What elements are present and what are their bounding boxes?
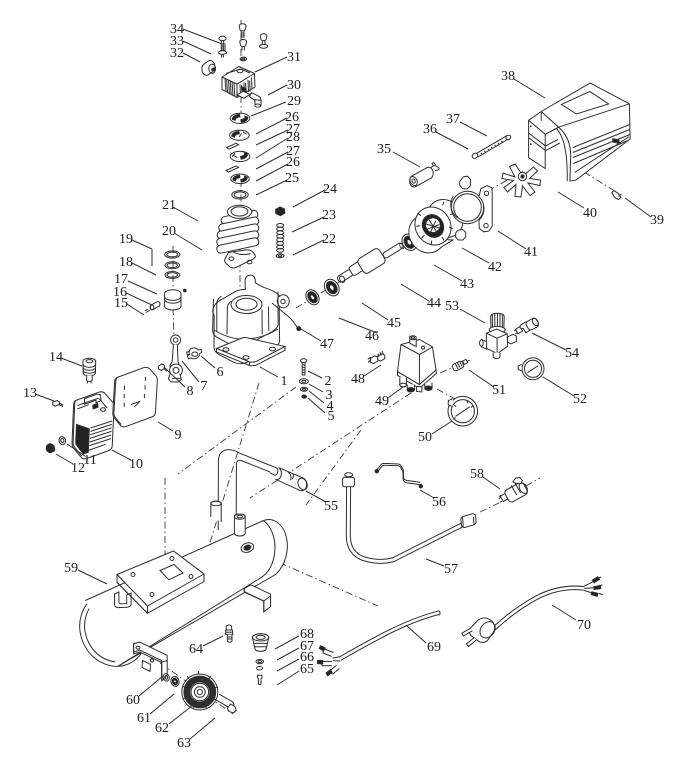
- svg-text:44: 44: [427, 296, 441, 311]
- svg-text:57: 57: [444, 562, 458, 577]
- svg-text:6: 6: [217, 365, 224, 380]
- svg-text:45: 45: [387, 316, 401, 331]
- svg-text:52: 52: [573, 392, 587, 407]
- svg-text:38: 38: [501, 69, 515, 84]
- svg-text:61: 61: [137, 711, 151, 726]
- svg-text:56: 56: [432, 495, 446, 510]
- svg-text:49: 49: [375, 394, 389, 409]
- svg-text:29: 29: [287, 94, 301, 109]
- svg-text:33: 33: [170, 34, 184, 49]
- svg-text:19: 19: [119, 232, 133, 247]
- svg-text:51: 51: [492, 383, 506, 398]
- svg-text:40: 40: [583, 206, 597, 221]
- svg-text:18: 18: [119, 255, 133, 270]
- svg-text:65: 65: [300, 662, 314, 677]
- svg-text:62: 62: [155, 721, 169, 736]
- svg-text:3: 3: [326, 388, 333, 403]
- svg-text:21: 21: [162, 198, 176, 213]
- svg-text:41: 41: [524, 245, 538, 260]
- svg-text:24: 24: [323, 182, 337, 197]
- svg-text:39: 39: [650, 213, 664, 228]
- svg-text:53: 53: [445, 299, 459, 314]
- svg-text:67: 67: [300, 639, 314, 654]
- svg-text:58: 58: [470, 467, 484, 482]
- svg-text:55: 55: [324, 499, 338, 514]
- svg-text:70: 70: [577, 618, 591, 633]
- svg-text:37: 37: [446, 112, 460, 127]
- svg-text:42: 42: [488, 260, 502, 275]
- svg-text:15: 15: [114, 296, 128, 311]
- svg-text:26: 26: [285, 110, 299, 125]
- svg-text:11: 11: [83, 453, 96, 468]
- svg-text:14: 14: [49, 350, 63, 365]
- svg-text:25: 25: [285, 171, 299, 186]
- svg-text:43: 43: [460, 277, 474, 292]
- svg-text:4: 4: [327, 399, 334, 414]
- svg-text:26: 26: [286, 155, 300, 170]
- svg-text:5: 5: [328, 409, 335, 424]
- svg-text:46: 46: [365, 329, 379, 344]
- svg-text:2: 2: [325, 374, 332, 389]
- svg-text:34: 34: [170, 22, 184, 37]
- svg-text:69: 69: [427, 640, 441, 655]
- svg-text:68: 68: [300, 627, 314, 642]
- svg-text:1: 1: [281, 374, 288, 389]
- svg-text:8: 8: [187, 384, 194, 399]
- svg-text:54: 54: [565, 346, 579, 361]
- svg-text:17: 17: [114, 272, 128, 287]
- svg-text:50: 50: [418, 430, 432, 445]
- svg-text:7: 7: [201, 379, 208, 394]
- svg-text:12: 12: [71, 461, 85, 476]
- svg-text:28: 28: [286, 130, 300, 145]
- svg-text:35: 35: [377, 142, 391, 157]
- svg-text:59: 59: [64, 561, 78, 576]
- svg-text:30: 30: [287, 78, 301, 93]
- svg-text:32: 32: [170, 46, 184, 61]
- svg-text:27: 27: [286, 122, 300, 137]
- svg-text:31: 31: [287, 50, 301, 65]
- svg-text:60: 60: [126, 693, 140, 708]
- svg-text:20: 20: [162, 224, 176, 239]
- svg-text:64: 64: [189, 642, 203, 657]
- svg-text:10: 10: [129, 457, 143, 472]
- svg-text:16: 16: [113, 285, 127, 300]
- svg-text:36: 36: [423, 122, 437, 137]
- svg-text:63: 63: [177, 736, 191, 751]
- svg-text:9: 9: [175, 428, 182, 443]
- svg-text:66: 66: [300, 650, 314, 665]
- svg-text:13: 13: [23, 386, 37, 401]
- svg-text:47: 47: [320, 337, 334, 352]
- svg-text:23: 23: [322, 208, 336, 223]
- svg-text:22: 22: [322, 232, 336, 247]
- svg-text:27: 27: [286, 144, 300, 159]
- svg-text:48: 48: [351, 372, 365, 387]
